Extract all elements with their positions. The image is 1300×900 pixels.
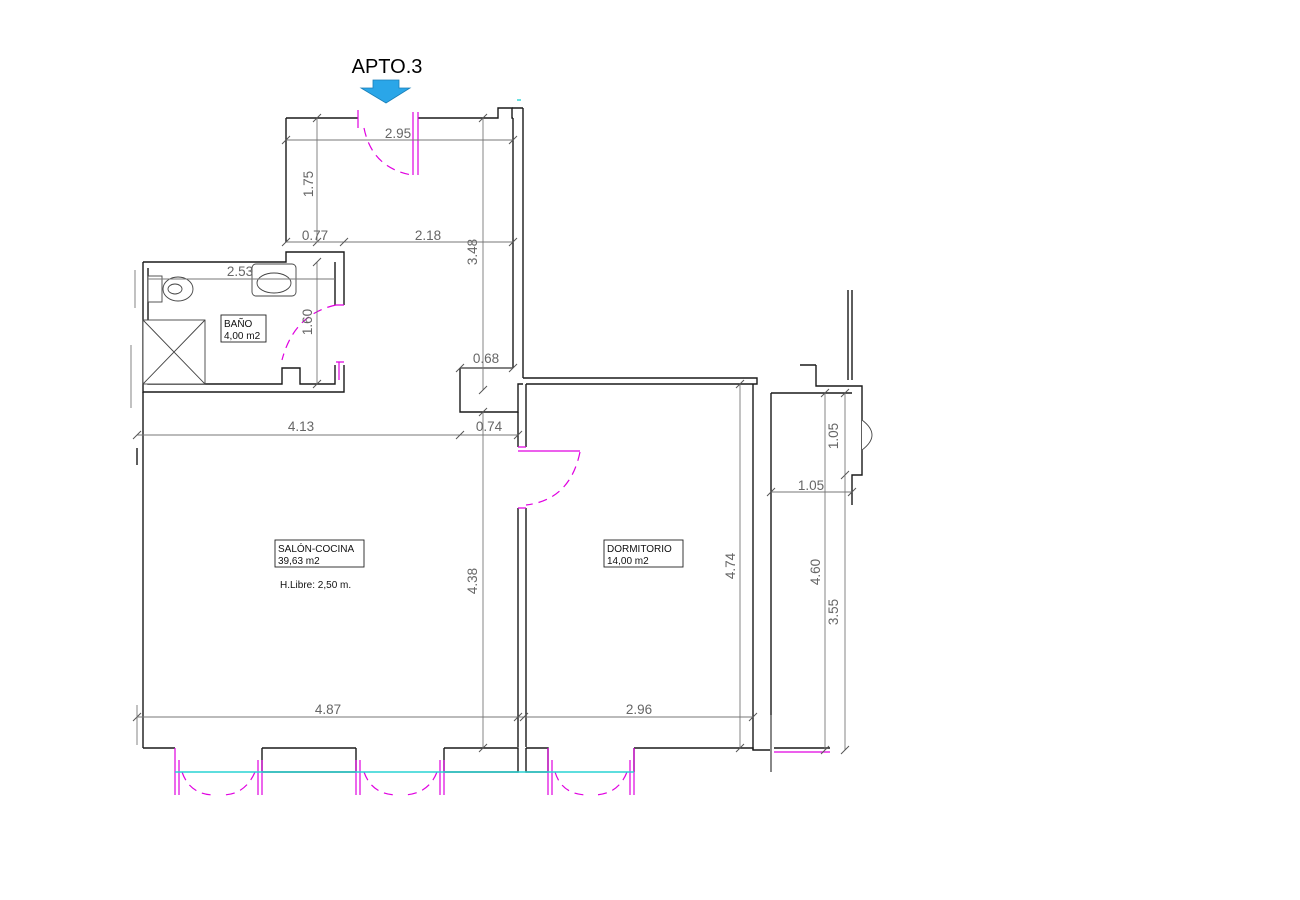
dim-bano-width: 2.53 [227,264,253,279]
dim-corridor-depth: 3.48 [465,239,480,265]
room-area: 4,00 m2 [224,331,261,342]
dim-salon-width-bottom: 4.87 [315,702,341,717]
terrace-sink-icon [861,419,873,451]
dim-passage-width: 0.74 [476,419,503,434]
bath-fixtures [130,263,873,451]
dim-terrace-depth-lower: 3.55 [826,599,841,625]
dim-terrace-depth-total: 4.60 [808,559,823,585]
dim-entry-depth: 1.75 [301,171,316,197]
room-area: 14,00 m2 [607,556,649,567]
room-name: BAÑO [224,317,253,330]
dim-salon-depth: 4.38 [465,568,480,594]
dim-terrace-depth-top: 1.05 [826,423,841,449]
room-label-dormitorio: DORMITORIO 14,00 m2 [603,539,684,568]
dim-corridor-a: 0.77 [302,228,328,243]
dim-corridor-b: 2.18 [415,228,441,243]
dim-bano-depth: 1.60 [300,309,315,335]
apartment-title: APTO.3 [352,56,423,78]
dim-niche-width: 0.68 [473,351,499,366]
dim-salon-width-top: 4.13 [288,419,314,434]
room-area: 39,63 m2 [278,556,320,567]
dim-entry-width: 2.95 [385,126,411,141]
height-note: H.Libre: 2,50 m. [280,580,351,591]
dim-dormitorio-depth: 4.74 [723,552,738,579]
walls [136,107,863,773]
dim-dormitorio-width: 2.96 [626,702,652,717]
room-label-salon: SALÓN-COCINA 39,63 m2 H.Libre: 2,50 m. [274,539,365,591]
dim-terrace-width: 1.05 [798,478,824,493]
toilet-icon [147,275,163,303]
dimension-labels: 2.95 1.75 0.77 2.18 3.48 2.53 1.60 0.68 … [227,126,841,717]
room-name: DORMITORIO [607,544,672,555]
room-label-bano: BAÑO 4,00 m2 [220,314,267,343]
doors-windows [174,99,830,796]
entry-arrow-icon [359,79,412,104]
dimension-lines [132,113,857,772]
room-name: SALÓN-COCINA [278,542,354,555]
